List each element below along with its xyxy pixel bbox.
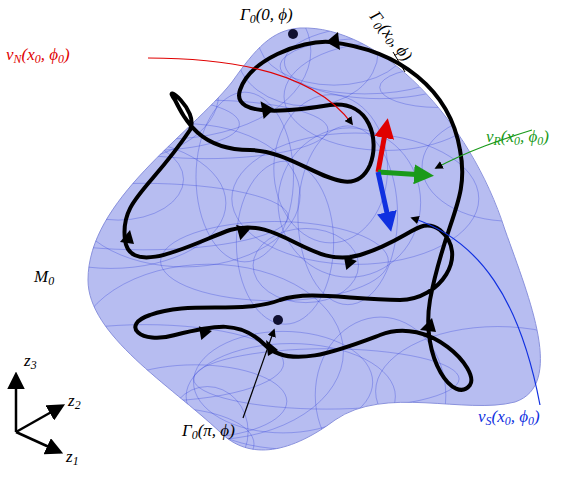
axis-label: z2 [68,392,81,411]
axis-label: z3 [24,352,37,371]
leader-line [436,130,532,168]
radial-vector [378,172,424,175]
axis-label: z1 [66,448,79,467]
normal-vector [378,128,386,172]
manifold-surface [88,28,540,450]
flow-arrowheads [120,32,436,356]
vector-label: vR(x0, ϕ0) [486,128,549,147]
leader-line [243,330,274,418]
vector-label: vN(x0, ϕ0) [6,46,70,65]
vector-label: vS(x0, ϕ0) [478,408,540,427]
point-marker [288,29,298,39]
surface-label: M0 [34,268,54,287]
leader-line [412,218,540,405]
leader-line [148,58,352,124]
axes-triad [16,375,62,452]
trajectory-curve [124,42,471,390]
point-label: Γ0(0, ϕ) [240,6,293,25]
point-label: Γ0(π, ϕ) [182,422,235,441]
point-marker [273,315,283,325]
tangent-vector [378,172,389,222]
